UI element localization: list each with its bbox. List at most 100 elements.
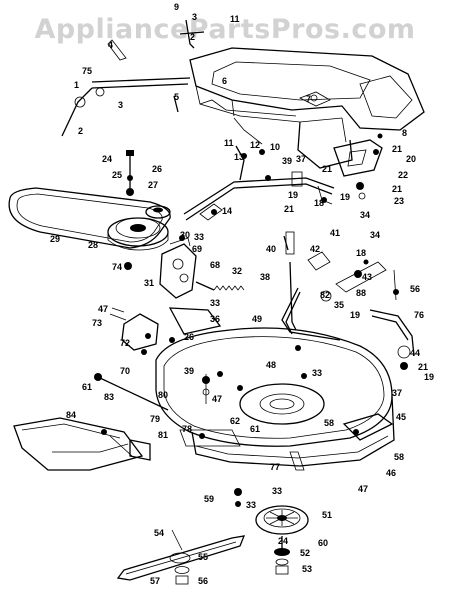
callout-36: 36 — [210, 314, 220, 324]
callout-24: 24 — [102, 154, 112, 164]
right-bracket — [333, 133, 383, 200]
callout-26: 26 — [184, 332, 194, 342]
callout-44: 44 — [410, 348, 420, 358]
callout-33: 33 — [210, 298, 220, 308]
callout-19: 19 — [350, 310, 360, 320]
callout-42: 42 — [310, 244, 320, 254]
callout-14: 14 — [222, 206, 232, 216]
callout-40: 40 — [266, 244, 276, 254]
callout-26: 26 — [152, 164, 162, 174]
mower-pulley — [107, 205, 171, 251]
callout-43: 43 — [362, 272, 372, 282]
callout-46: 46 — [386, 468, 396, 478]
callout-74: 74 — [112, 262, 122, 272]
callout-39: 39 — [282, 156, 292, 166]
right-pivot-arm — [369, 269, 415, 370]
callout-22: 22 — [398, 170, 408, 180]
callout-57: 57 — [150, 576, 160, 586]
mower-blade — [116, 529, 246, 585]
idler-spring — [195, 281, 245, 291]
callout-79: 79 — [150, 414, 160, 424]
lift-linkage — [61, 19, 263, 145]
callout-78: 78 — [182, 424, 192, 434]
callout-47: 47 — [358, 484, 368, 494]
discharge-chute — [13, 417, 151, 471]
callout-33: 33 — [194, 232, 204, 242]
callout-18: 18 — [314, 198, 324, 208]
callout-24: 24 — [278, 536, 288, 546]
callout-55: 55 — [198, 552, 208, 562]
callout-32: 32 — [232, 266, 242, 276]
callout-61: 61 — [82, 382, 92, 392]
callout-34: 34 — [360, 210, 370, 220]
callout-53: 53 — [302, 564, 312, 574]
callout-76: 76 — [414, 310, 424, 320]
callout-82: 82 — [320, 290, 330, 300]
callout-21: 21 — [392, 144, 402, 154]
callout-19: 19 — [340, 192, 350, 202]
callout-33: 33 — [312, 368, 322, 378]
callout-19: 19 — [424, 372, 434, 382]
callout-60: 60 — [318, 538, 328, 548]
callout-2: 2 — [78, 126, 83, 136]
callout-72: 72 — [120, 338, 130, 348]
callout-62: 62 — [230, 416, 240, 426]
callout-38: 38 — [260, 272, 270, 282]
callout-58: 58 — [394, 452, 404, 462]
callout-30: 30 — [180, 230, 190, 240]
callout-70: 70 — [120, 366, 130, 376]
callout-37: 37 — [392, 388, 402, 398]
callout-47: 47 — [98, 304, 108, 314]
callout-73: 73 — [92, 318, 102, 328]
callout-35: 35 — [334, 300, 344, 310]
callout-75: 75 — [82, 66, 92, 76]
callout-56: 56 — [410, 284, 420, 294]
callout-20: 20 — [406, 154, 416, 164]
chassis-frame — [189, 47, 425, 169]
callout-13: 13 — [234, 152, 244, 162]
callout-37: 37 — [296, 154, 306, 164]
callout-68: 68 — [210, 260, 220, 270]
callout-11: 11 — [224, 138, 234, 148]
pulley-bolt — [124, 150, 134, 270]
callout-88: 88 — [356, 288, 366, 298]
callout-19: 19 — [288, 190, 298, 200]
front-bracket — [109, 307, 222, 355]
callout-6: 6 — [222, 76, 227, 86]
callout-21: 21 — [418, 362, 428, 372]
callout-8: 8 — [402, 128, 407, 138]
callout-54: 54 — [154, 528, 164, 538]
callout-31: 31 — [144, 278, 154, 288]
callout-84: 84 — [66, 410, 76, 420]
callout-77: 77 — [270, 462, 280, 472]
deflector-rod — [94, 373, 169, 411]
callout-33: 33 — [272, 486, 282, 496]
callout-83: 83 — [104, 392, 114, 402]
callout-59: 59 — [204, 494, 214, 504]
callout-45: 45 — [396, 412, 406, 422]
callout-51: 51 — [322, 510, 332, 520]
callout-52: 52 — [300, 548, 310, 558]
callout-27: 27 — [148, 180, 158, 190]
callout-1: 1 — [74, 80, 79, 90]
callout-25: 25 — [112, 170, 122, 180]
lift-rods — [281, 231, 387, 341]
callout-9: 9 — [174, 2, 179, 12]
callout-3: 3 — [118, 100, 123, 110]
callout-80: 80 — [158, 390, 168, 400]
callout-81: 81 — [158, 430, 168, 440]
callout-21: 21 — [392, 184, 402, 194]
callout-47: 47 — [212, 394, 222, 404]
callout-5: 5 — [174, 92, 179, 102]
callout-10: 10 — [270, 142, 280, 152]
callout-33: 33 — [246, 500, 256, 510]
callout-3: 3 — [192, 12, 197, 22]
idler-bracket — [159, 235, 197, 299]
mower-deck — [155, 327, 395, 471]
callout-49: 49 — [252, 314, 262, 324]
callout-11: 11 — [230, 14, 240, 24]
callout-41: 41 — [330, 228, 340, 238]
callout-69: 69 — [192, 244, 202, 254]
